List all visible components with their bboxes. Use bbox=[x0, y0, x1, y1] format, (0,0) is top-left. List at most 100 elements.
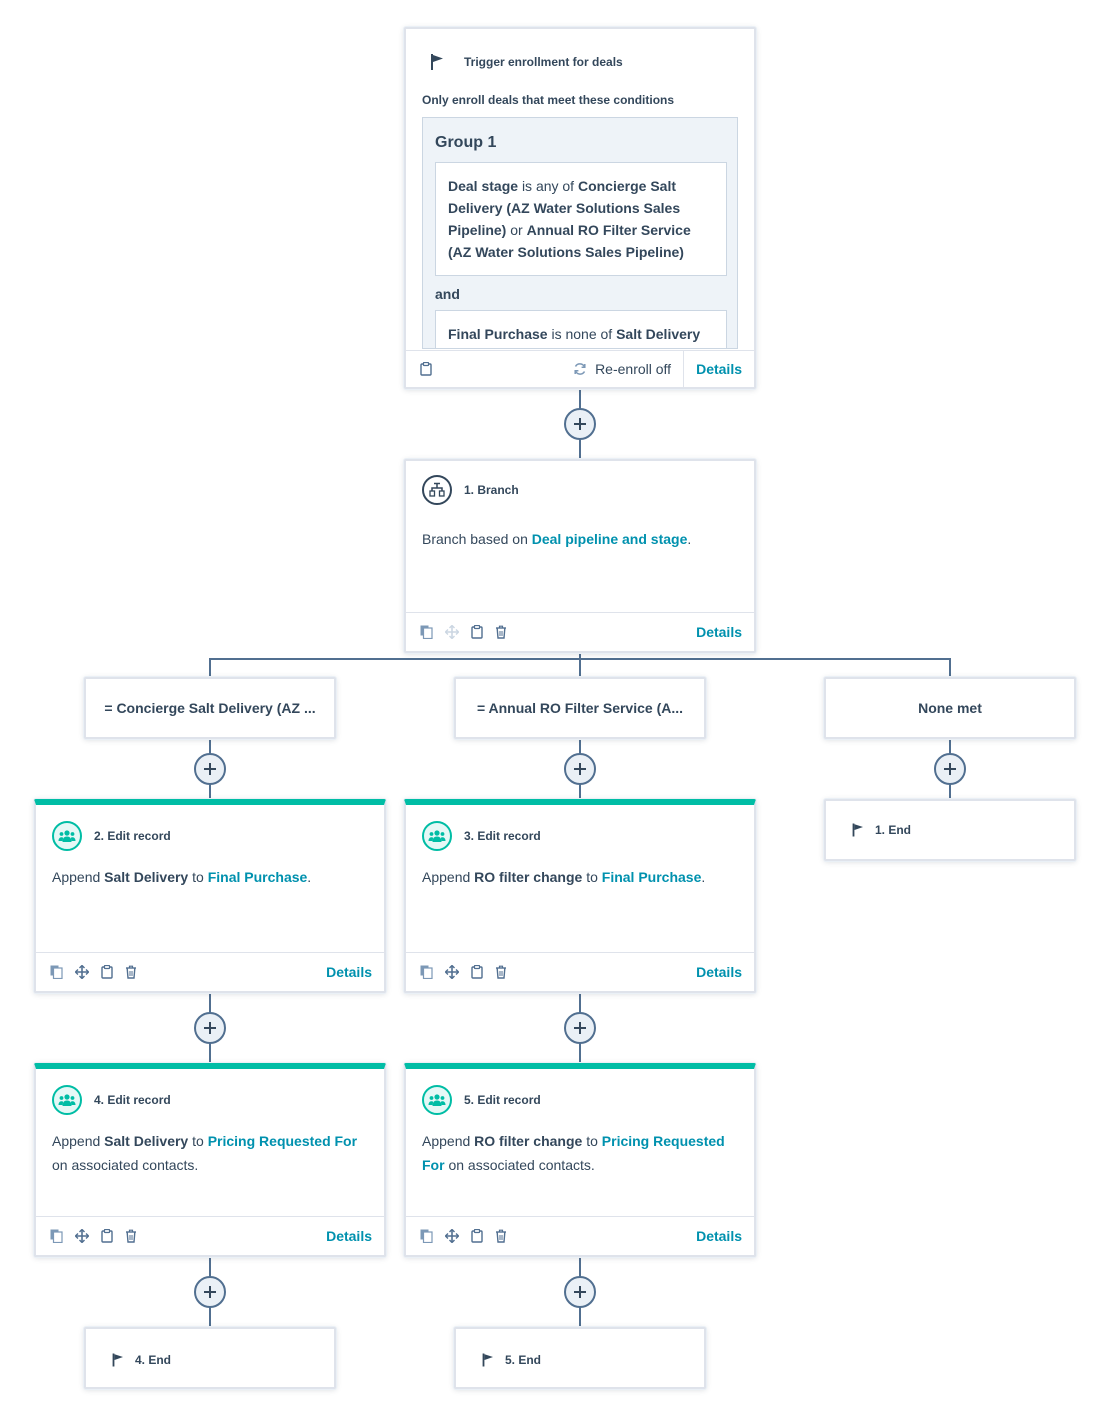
details-button[interactable]: Details bbox=[696, 361, 742, 377]
clipboard-icon[interactable] bbox=[471, 625, 483, 639]
copy-icon[interactable] bbox=[50, 965, 63, 979]
move-icon bbox=[445, 625, 459, 639]
step-description: Append RO filter change to Pricing Reque… bbox=[422, 1129, 738, 1177]
end-label: 4. End bbox=[135, 1353, 172, 1367]
edit-record-card[interactable]: 4. Edit record Append Salt Delivery to P… bbox=[34, 1063, 386, 1257]
branch-option[interactable]: = Annual RO Filter Service (A... bbox=[454, 677, 706, 739]
contacts-icon bbox=[422, 821, 452, 851]
add-action-button[interactable] bbox=[194, 1012, 226, 1044]
description-text: to bbox=[192, 1133, 204, 1149]
branch-card[interactable]: 1. Branch Branch based on Deal pipeline … bbox=[404, 459, 756, 653]
step-footer: Details bbox=[36, 952, 384, 991]
clipboard-icon[interactable] bbox=[101, 1229, 113, 1243]
end-label: 5. End bbox=[505, 1353, 542, 1367]
step-description: Append Salt Delivery to Pricing Requeste… bbox=[52, 1129, 368, 1177]
trash-icon[interactable] bbox=[495, 625, 507, 639]
move-icon[interactable] bbox=[75, 1229, 89, 1243]
trigger-title: Trigger enrollment for deals bbox=[464, 55, 623, 69]
property-link[interactable]: Pricing Requested For bbox=[422, 1133, 725, 1173]
edit-record-card[interactable]: 5. Edit record Append RO filter change t… bbox=[404, 1063, 756, 1257]
add-action-button[interactable] bbox=[564, 408, 596, 440]
add-action-button[interactable] bbox=[564, 1012, 596, 1044]
plus-icon bbox=[204, 1286, 216, 1298]
property-link[interactable]: Final Purchase bbox=[601, 869, 702, 885]
plus-icon bbox=[944, 763, 956, 775]
step-title: 4. Edit record bbox=[94, 1093, 171, 1107]
property-link[interactable]: Final Purchase bbox=[207, 869, 308, 885]
branch-label: None met bbox=[918, 700, 982, 716]
clipboard-icon[interactable] bbox=[420, 362, 432, 376]
details-button[interactable]: Details bbox=[326, 964, 372, 980]
description-text: Append bbox=[52, 869, 101, 885]
plus-icon bbox=[574, 1286, 586, 1298]
condition-operator: is none of bbox=[551, 326, 613, 342]
step-footer: Details bbox=[406, 952, 754, 991]
move-icon[interactable] bbox=[75, 965, 89, 979]
details-button[interactable]: Details bbox=[696, 1228, 742, 1244]
connector bbox=[949, 658, 951, 678]
add-action-button[interactable] bbox=[564, 753, 596, 785]
condition-value: Salt Delivery bbox=[616, 326, 701, 342]
connector bbox=[579, 652, 581, 678]
step-title: 1. Branch bbox=[464, 483, 519, 497]
value-text: RO filter change bbox=[474, 1133, 583, 1149]
condition-group[interactable]: Group 1 Deal stage is any of Concierge S… bbox=[422, 117, 738, 349]
flag-icon bbox=[852, 823, 865, 837]
property-link[interactable]: Deal pipeline and stage bbox=[531, 531, 688, 547]
reenroll-toggle[interactable]: Re-enroll off bbox=[573, 361, 671, 377]
details-button[interactable]: Details bbox=[326, 1228, 372, 1244]
value-text: Salt Delivery bbox=[104, 1133, 189, 1149]
copy-icon[interactable] bbox=[420, 965, 433, 979]
plus-icon bbox=[204, 763, 216, 775]
property-link[interactable]: Pricing Requested For bbox=[207, 1133, 358, 1149]
description-text: . bbox=[701, 869, 706, 885]
value-text: Salt Delivery bbox=[104, 869, 189, 885]
edit-record-card[interactable]: 2. Edit record Append Salt Delivery to F… bbox=[34, 799, 386, 993]
step-title: 5. Edit record bbox=[464, 1093, 541, 1107]
branch-option[interactable]: None met bbox=[824, 677, 1076, 739]
clipboard-icon[interactable] bbox=[471, 1229, 483, 1243]
move-icon[interactable] bbox=[445, 965, 459, 979]
trash-icon[interactable] bbox=[125, 965, 137, 979]
branch-option[interactable]: = Concierge Salt Delivery (AZ ... bbox=[84, 677, 336, 739]
step-footer: Details bbox=[36, 1216, 384, 1255]
copy-icon[interactable] bbox=[50, 1229, 63, 1243]
condition-property: Deal stage bbox=[448, 178, 519, 194]
value-text: RO filter change bbox=[474, 869, 583, 885]
connector bbox=[209, 658, 211, 678]
add-action-button[interactable] bbox=[194, 1276, 226, 1308]
add-action-button[interactable] bbox=[194, 753, 226, 785]
condition-box[interactable]: Deal stage is any of Concierge Salt Deli… bbox=[435, 162, 727, 276]
description-text: . bbox=[687, 531, 692, 547]
step-footer: Details bbox=[406, 1216, 754, 1255]
clipboard-icon[interactable] bbox=[471, 965, 483, 979]
condition-property: Final Purchase bbox=[448, 326, 548, 342]
trash-icon[interactable] bbox=[125, 1229, 137, 1243]
edit-record-card[interactable]: 3. Edit record Append RO filter change t… bbox=[404, 799, 756, 993]
condition-operator: is any of bbox=[521, 178, 575, 194]
condition-box[interactable]: Final Purchase is none of Salt Delivery bbox=[435, 310, 727, 348]
description-text: on associated contacts. bbox=[52, 1157, 199, 1173]
details-button[interactable]: Details bbox=[696, 964, 742, 980]
trash-icon[interactable] bbox=[495, 1229, 507, 1243]
trash-icon[interactable] bbox=[495, 965, 507, 979]
trigger-card[interactable]: Trigger enrollment for deals Only enroll… bbox=[404, 27, 756, 389]
copy-icon[interactable] bbox=[420, 1229, 433, 1243]
end-card[interactable]: 1. End bbox=[824, 799, 1076, 861]
step-footer: Details bbox=[406, 612, 754, 651]
end-card[interactable]: 4. End bbox=[84, 1327, 336, 1389]
end-card[interactable]: 5. End bbox=[454, 1327, 706, 1389]
copy-icon[interactable] bbox=[420, 625, 433, 639]
description-text: Append bbox=[52, 1133, 101, 1149]
clipboard-icon[interactable] bbox=[101, 965, 113, 979]
description-text: Append bbox=[422, 1133, 471, 1149]
condition-value: Annual RO Filter Service (AZ Water Solut… bbox=[448, 222, 691, 260]
add-action-button[interactable] bbox=[934, 753, 966, 785]
branch-label: = Annual RO Filter Service (A... bbox=[476, 700, 684, 716]
plus-icon bbox=[574, 418, 586, 430]
add-action-button[interactable] bbox=[564, 1276, 596, 1308]
details-button[interactable]: Details bbox=[696, 624, 742, 640]
condition-value: Concierge Salt Delivery (AZ Water Soluti… bbox=[448, 178, 681, 238]
move-icon[interactable] bbox=[445, 1229, 459, 1243]
description-text: to bbox=[586, 869, 598, 885]
